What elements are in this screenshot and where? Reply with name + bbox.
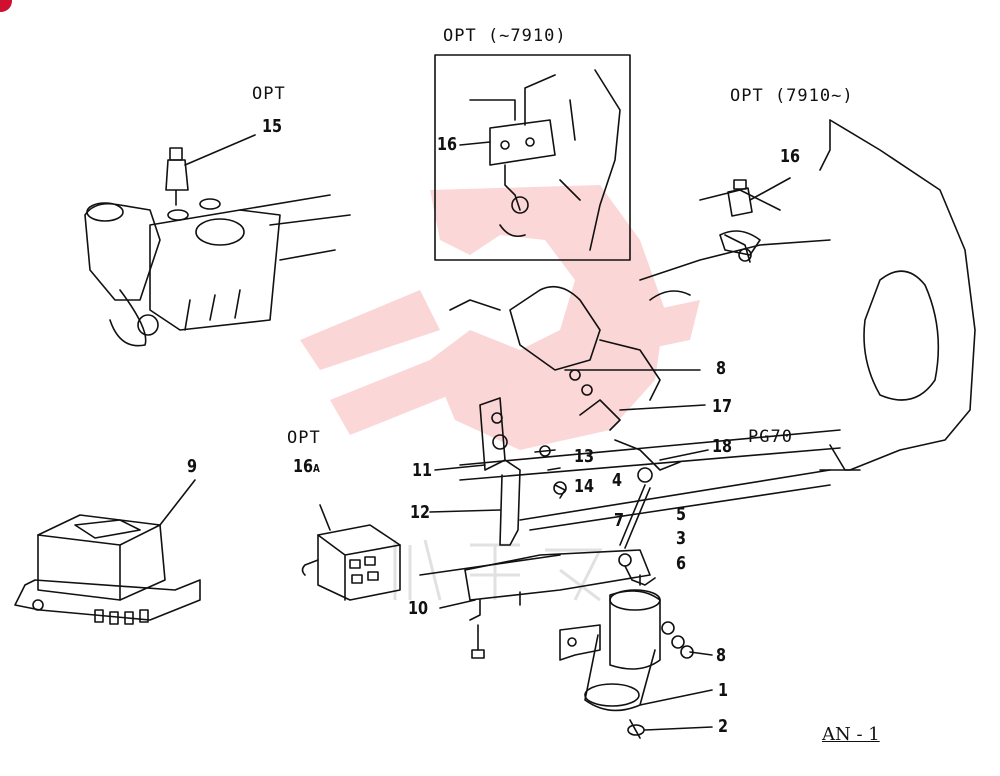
callout-17: 17 [712, 396, 733, 417]
engine-block [419, 119, 976, 576]
watermark-logo [300, 185, 700, 450]
callout-5: 5 [676, 504, 687, 525]
part-10-bracket [439, 549, 651, 659]
callout-18: 18 [712, 436, 733, 457]
callout-16A: 16A [293, 456, 320, 477]
part-15-switch [165, 134, 256, 206]
label-opt-before-7910: OPT (~7910) [443, 26, 567, 46]
callout-11: 11 [412, 460, 433, 481]
part-16-switch-right [724, 177, 791, 263]
label-opt-after-7910: OPT (7910~) [730, 86, 854, 106]
callout-3: 3 [676, 528, 687, 549]
callout-8-top: 8 [716, 358, 727, 379]
cylinder-head-assembly [84, 194, 351, 347]
linkage-rod [564, 369, 709, 586]
callout-9: 9 [187, 456, 198, 477]
part-1-solenoid [559, 574, 713, 739]
callout-4: 4 [612, 470, 623, 491]
part-13-14-bolts [534, 445, 567, 499]
callout-15: 15 [262, 116, 283, 137]
part-16A-relay [301, 504, 401, 601]
part-9-relay [14, 479, 201, 625]
callout-12: 12 [410, 502, 431, 523]
callout-7: 7 [614, 510, 625, 531]
callout-16-inset: 16 [437, 134, 458, 155]
label-opt-relay: OPT [287, 428, 321, 448]
part-11-12-arm [429, 397, 521, 546]
plate-number: AN - 1 [822, 724, 880, 745]
callout-2: 2 [718, 716, 729, 737]
watermark-text [393, 539, 603, 602]
callout-14: 14 [574, 476, 595, 497]
part-8-washers [661, 621, 713, 659]
callout-13: 13 [574, 446, 595, 467]
inset-box [434, 54, 631, 261]
label-pg70: PG70 [748, 427, 793, 447]
callout-8-bottom: 8 [716, 645, 727, 666]
callout-10: 10 [408, 598, 429, 619]
callout-16-right: 16 [780, 146, 801, 167]
callout-1: 1 [718, 680, 729, 701]
callout-6: 6 [676, 553, 687, 574]
label-opt-head: OPT [252, 84, 286, 104]
